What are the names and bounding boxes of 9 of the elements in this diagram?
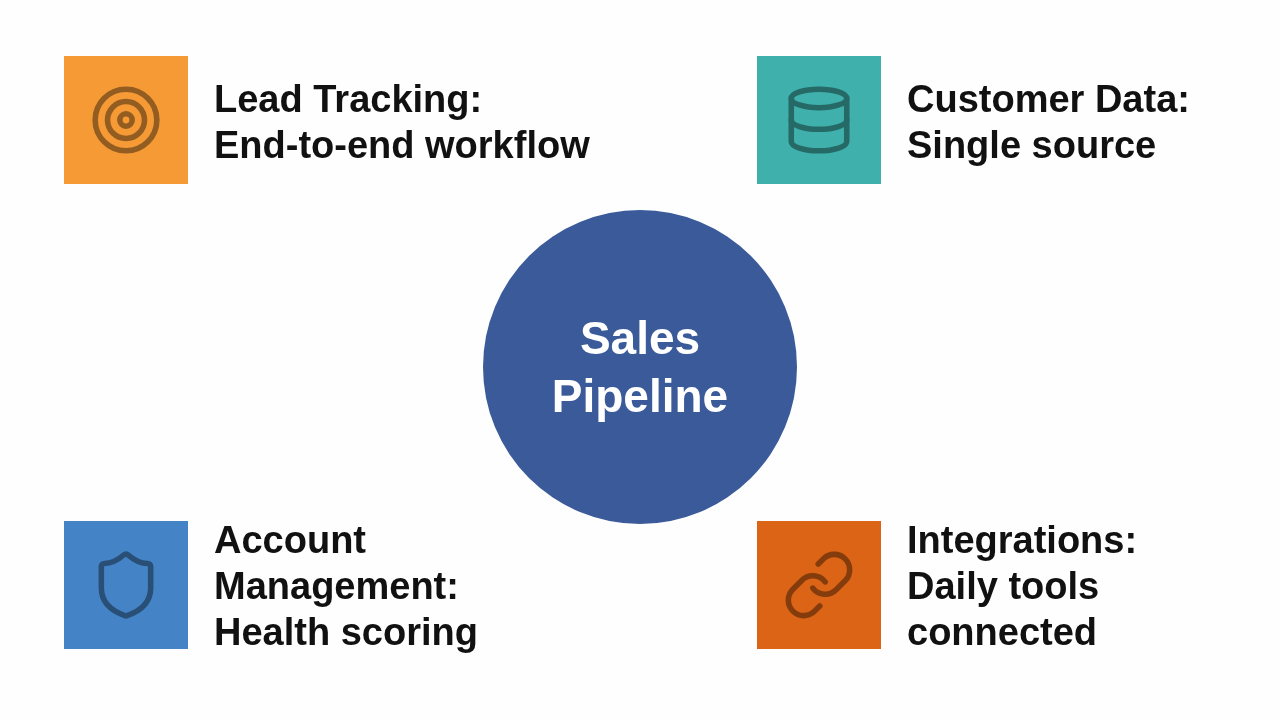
feature-title: Integrations: [907,518,1139,563]
feature-description: Daily tools connected [907,564,1101,655]
feature-description: Health scoring [214,610,479,655]
feature-title: Customer Data: [907,77,1191,122]
feature-description: End-to-end workflow [214,123,591,168]
feature-description: Single source [907,123,1158,168]
feature-title: Account Management: [214,518,460,609]
feature-title: Lead Tracking: [214,77,484,122]
hub-label: Sales Pipeline [550,311,730,424]
